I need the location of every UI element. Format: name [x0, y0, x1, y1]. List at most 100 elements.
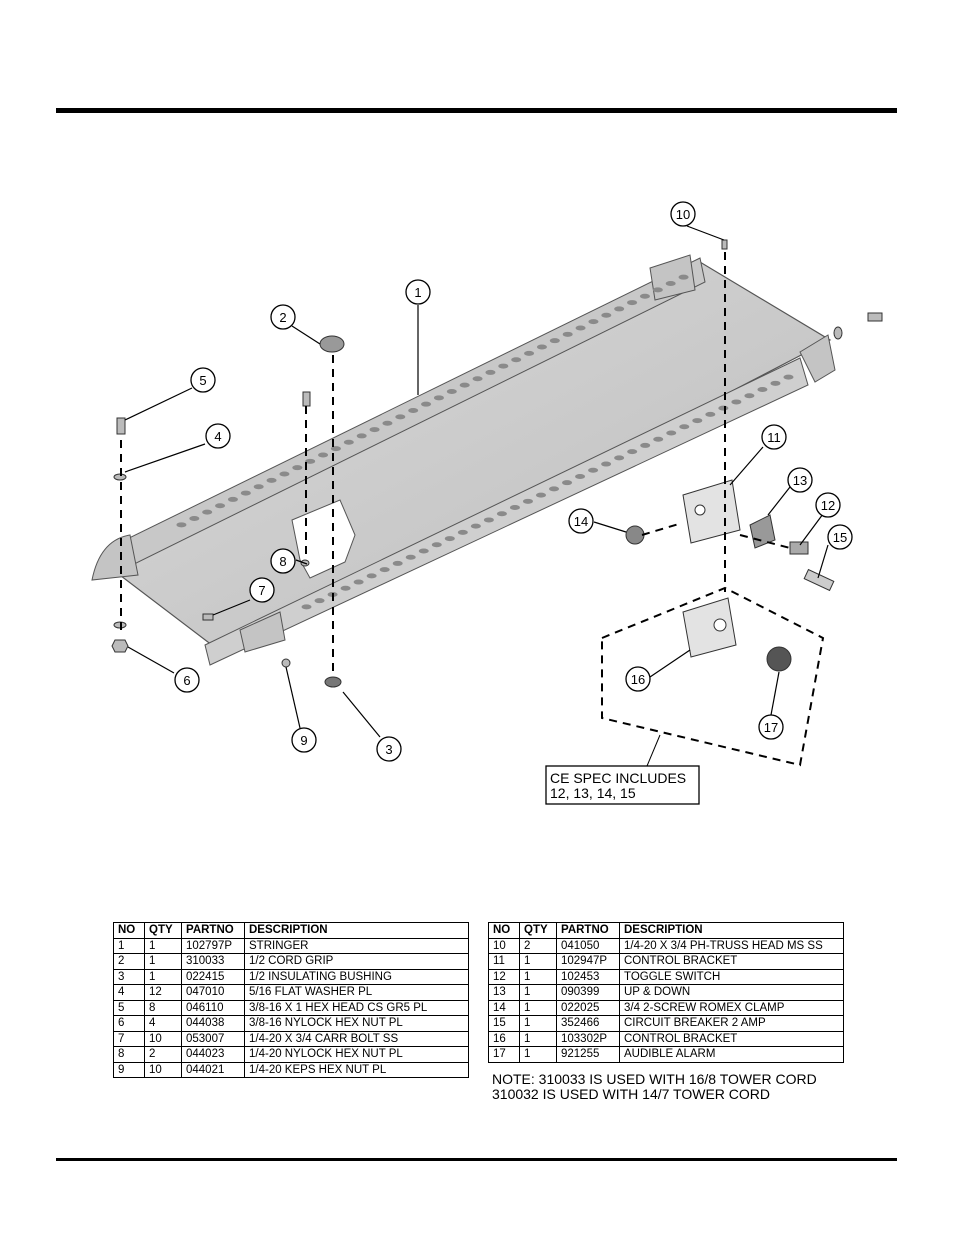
cell-description: UP & DOWN [619, 984, 844, 1001]
callout-12: 12 [815, 492, 841, 518]
cell-description: 5/16 FLAT WASHER PL [244, 984, 469, 1001]
cell-no: 2 [113, 953, 145, 970]
cell-partno: 352466 [556, 1015, 620, 1032]
header-no: NO [488, 922, 520, 939]
rail-slot [366, 573, 377, 579]
rail-slot [408, 408, 419, 414]
cell-no: 12 [488, 968, 520, 985]
svg-text:16: 16 [631, 672, 645, 687]
rail-slot [601, 312, 612, 318]
cell-description: CONTROL BRACKET [619, 953, 844, 970]
rail-slot [562, 331, 573, 337]
cell-qty: 10 [144, 1061, 182, 1078]
callout-17: 17 [758, 714, 784, 740]
callout-3: 3 [376, 736, 402, 762]
rail-slot [757, 387, 768, 393]
table-header-row: NO QTY PARTNO DESCRIPTION [113, 922, 469, 939]
rail-slot [498, 363, 509, 369]
rail-slot [459, 382, 470, 388]
romex-clamp-part [625, 525, 645, 545]
callout-13: 13 [787, 467, 813, 493]
cell-partno: 046110 [181, 999, 245, 1016]
truss-screw-part [721, 239, 728, 250]
header-qty: QTY [519, 922, 557, 939]
cell-qty: 2 [144, 1046, 182, 1063]
rail-slot [496, 511, 507, 517]
cell-no: 9 [113, 1061, 145, 1078]
rail-slot [340, 585, 351, 591]
svg-text:13: 13 [793, 473, 807, 488]
cell-no: 8 [113, 1046, 145, 1063]
callout-11: 11 [761, 424, 787, 450]
rail-slot [266, 477, 277, 483]
cell-partno: 921255 [556, 1046, 620, 1063]
callout-1: 1 [405, 279, 431, 305]
cell-qty: 8 [144, 999, 182, 1016]
cell-description: 3/8-16 X 1 HEX HEAD CS GR5 PL [244, 999, 469, 1016]
rail-slot [614, 306, 625, 312]
rail-slot [511, 357, 522, 363]
control-bracket-part [682, 479, 741, 544]
rail-slot [227, 496, 238, 502]
rail-slot [395, 414, 406, 420]
cell-qty: 1 [519, 1046, 557, 1063]
rail-slot [522, 498, 533, 504]
carr-bolt-part [202, 613, 214, 621]
side-bolt-part [867, 312, 883, 322]
rail-slots-near [301, 374, 794, 610]
svg-text:7: 7 [258, 583, 265, 598]
cell-no: 6 [113, 1015, 145, 1032]
rail-slot [446, 388, 457, 394]
cell-qty: 1 [144, 968, 182, 985]
rail-slot [666, 430, 677, 436]
svg-text:1: 1 [414, 285, 421, 300]
rail-slot [652, 287, 663, 293]
callout-15: 15 [827, 524, 853, 550]
cell-qty: 1 [519, 968, 557, 985]
audible-alarm-part [766, 646, 792, 672]
svg-text:9: 9 [300, 733, 307, 748]
cell-no: 10 [488, 937, 520, 954]
svg-text:6: 6 [183, 673, 190, 688]
rail-slot [575, 473, 586, 479]
rail-slot [549, 338, 560, 344]
rail-slot [189, 515, 200, 521]
cell-qty: 1 [519, 1030, 557, 1047]
cell-description: AUDIBLE ALARM [619, 1046, 844, 1063]
header-description: DESCRIPTION [619, 922, 844, 939]
circuit-breaker-part [803, 568, 835, 592]
callout-14: 14 [568, 508, 594, 534]
rail-slot [343, 439, 354, 445]
callout-16: 16 [625, 666, 651, 692]
rail-slot [562, 480, 573, 486]
cell-no: 11 [488, 953, 520, 970]
cell-partno: 090399 [556, 984, 620, 1001]
rail-slot [678, 274, 689, 280]
cell-partno: 044038 [181, 1015, 245, 1032]
ce-pointer-line [646, 734, 661, 767]
rail-slot [679, 424, 690, 430]
table-header-row: NO QTY PARTNO DESCRIPTION [488, 922, 844, 939]
cell-partno: 103302P [556, 1030, 620, 1047]
rail-slot [253, 484, 264, 490]
cell-no: 5 [113, 999, 145, 1016]
cell-partno: 102453 [556, 968, 620, 985]
rail-slot [314, 598, 325, 604]
rail-slot [627, 300, 638, 306]
header-qty: QTY [144, 922, 182, 939]
rail-slot [731, 399, 742, 405]
rail-slot [536, 344, 547, 350]
cell-description: CIRCUIT BREAKER 2 AMP [619, 1015, 844, 1032]
cell-no: 4 [113, 984, 145, 1001]
rail-slot [705, 411, 716, 417]
